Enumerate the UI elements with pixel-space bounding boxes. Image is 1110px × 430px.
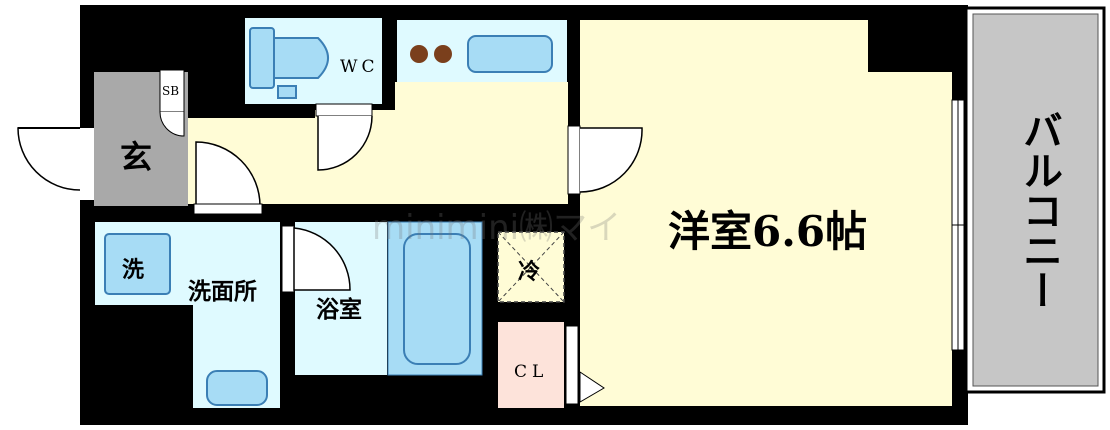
stove-burner-left: [410, 45, 428, 63]
bath-door-swing: [293, 227, 351, 291]
room-door-swing: [579, 127, 643, 193]
balcony-label: バルコニー: [1016, 110, 1062, 310]
genkan-label: 玄: [120, 138, 153, 176]
bath-door-frame: [281, 225, 295, 293]
room-door-frame: [567, 125, 581, 195]
watermark: minimini㈱マイ: [372, 208, 622, 248]
washing-machine-label: 洗: [122, 257, 145, 283]
toilet-bowl: [273, 37, 329, 79]
fridge-diagonal-2: [497, 231, 565, 303]
balcony-floor: [972, 13, 1099, 387]
wc-label: WC: [340, 57, 379, 77]
toilet-paper: [277, 85, 297, 99]
closet-label: CL: [514, 362, 549, 382]
closet-door-frame: [565, 325, 579, 405]
shoebox-door-swing: [159, 111, 185, 137]
washroom-label: 洗面所: [188, 278, 257, 305]
bathtub: [403, 233, 471, 365]
inner-door-frame: [193, 203, 263, 215]
stove-burner-right: [434, 45, 452, 63]
western-room-floor: [580, 20, 952, 406]
bathroom-label: 浴室: [316, 296, 362, 323]
toilet-tank: [249, 27, 275, 89]
closet-door-leaf: [579, 371, 605, 403]
shoe-box: [159, 69, 185, 113]
wc-door-frame: [315, 103, 373, 117]
fridge-label: 冷: [518, 259, 541, 285]
entrance-door-gap: [80, 128, 94, 200]
entrance-door-swing: [17, 127, 81, 191]
inner-door-swing: [195, 141, 261, 207]
kitchen-sink: [467, 35, 553, 73]
wash-basin: [206, 370, 268, 406]
western-room-label: 洋室6.6帖: [668, 207, 868, 256]
washing-machine: [104, 233, 171, 295]
corridor-floor: [188, 82, 568, 204]
wc-door-swing: [317, 115, 373, 171]
closet-floor: [498, 322, 564, 408]
fridge-diagonal-1: [497, 231, 565, 303]
shoe-box-label: SB: [162, 84, 180, 98]
